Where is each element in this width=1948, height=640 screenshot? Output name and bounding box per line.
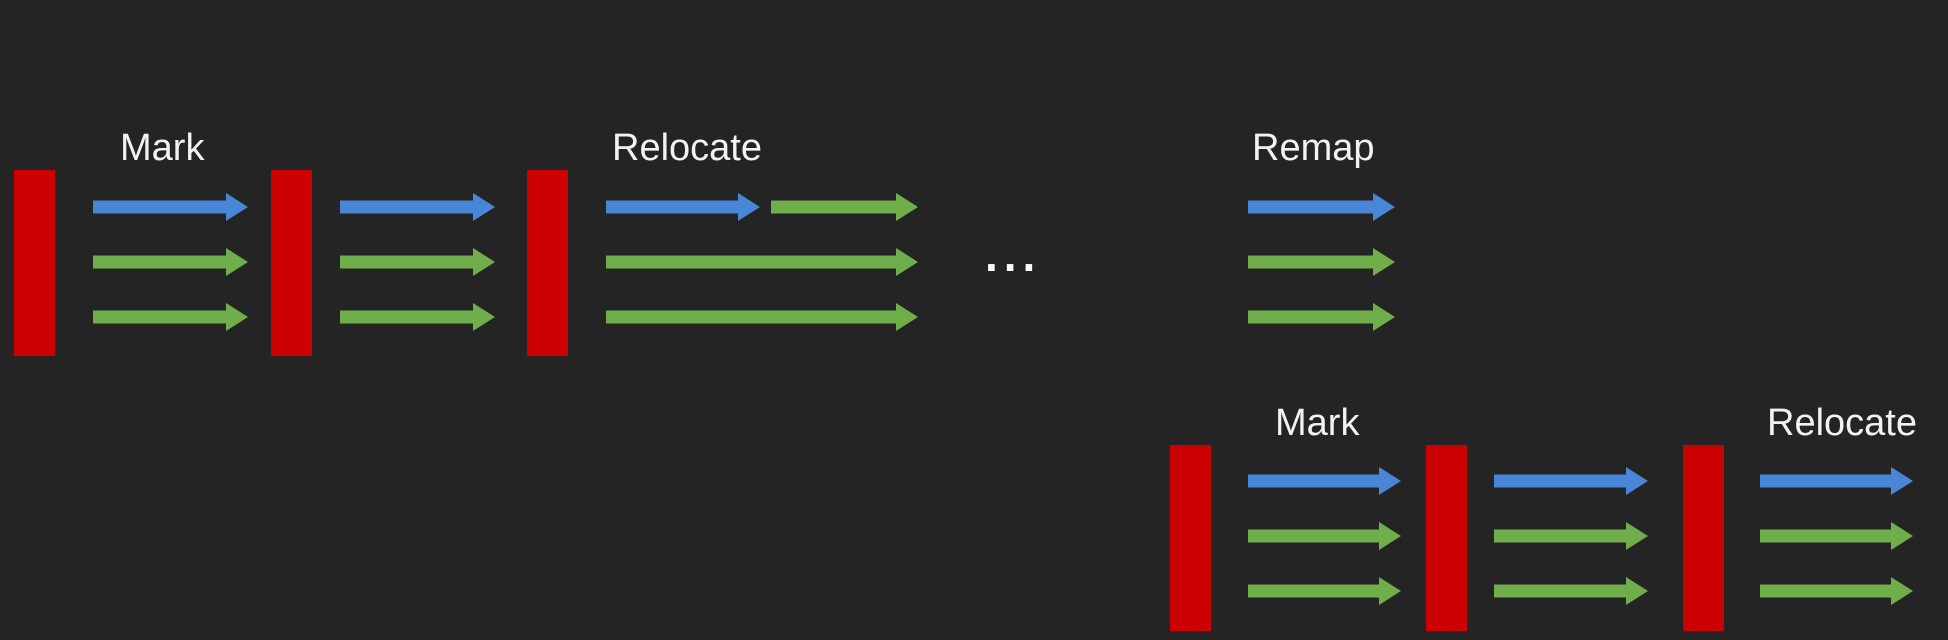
pause-bar	[527, 170, 568, 356]
arrow-green	[1760, 522, 1913, 550]
arrow-green	[1760, 577, 1913, 605]
pause-bar	[271, 170, 312, 356]
arrow-green-long	[606, 248, 918, 276]
mark-label-cycle2: Mark	[1275, 402, 1360, 444]
arrow-blue	[93, 193, 248, 221]
mark-label-cycle1: Mark	[120, 127, 205, 169]
remap-label: Remap	[1252, 127, 1375, 169]
arrow-green	[1248, 577, 1401, 605]
arrow-blue	[1248, 467, 1401, 495]
pause-bar	[1170, 445, 1211, 631]
arrow-green	[1248, 303, 1395, 331]
arrow-green	[771, 193, 918, 221]
arrow-green	[93, 248, 248, 276]
arrow-green	[1248, 248, 1395, 276]
arrow-green-long	[606, 303, 918, 331]
arrow-blue	[1760, 467, 1913, 495]
arrow-green	[1494, 577, 1648, 605]
relocate-label-cycle1: Relocate	[612, 127, 762, 169]
ellipsis: ...	[985, 229, 1042, 281]
arrow-green	[1248, 522, 1401, 550]
arrow-blue	[1248, 193, 1395, 221]
pause-bar	[1683, 445, 1724, 631]
arrow-blue	[1494, 467, 1648, 495]
pause-bar	[1426, 445, 1467, 631]
pause-bar	[14, 170, 55, 356]
arrow-green	[340, 303, 495, 331]
arrow-green	[93, 303, 248, 331]
arrow-green	[340, 248, 495, 276]
arrow-green	[1494, 522, 1648, 550]
relocate-label-cycle2: Relocate	[1767, 402, 1917, 444]
arrow-blue	[340, 193, 495, 221]
arrow-blue	[606, 193, 760, 221]
